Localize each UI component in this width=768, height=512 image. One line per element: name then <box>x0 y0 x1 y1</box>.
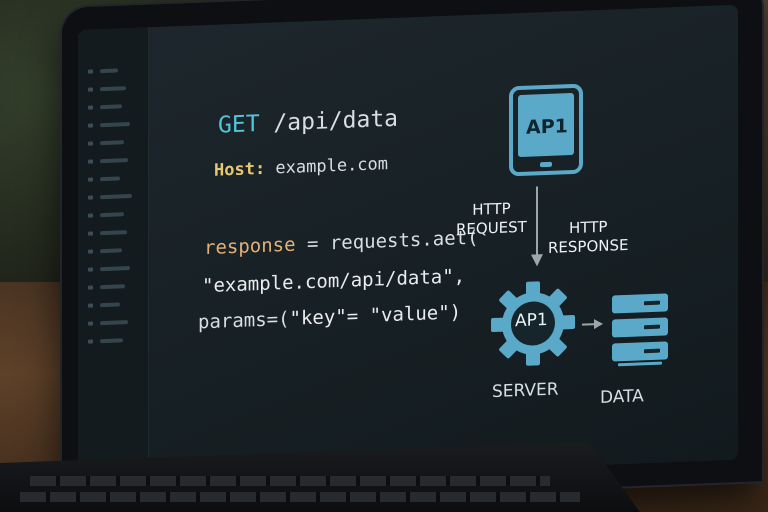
sidebar-marker <box>88 303 93 308</box>
sidebar-marker <box>88 123 93 128</box>
key-row <box>20 492 580 502</box>
sidebar-item[interactable] <box>100 320 128 326</box>
code-url-string: "example.com/api/data", <box>202 265 466 298</box>
sidebar-item[interactable] <box>100 193 132 200</box>
sidebar-item[interactable] <box>100 68 118 74</box>
sidebar-item[interactable] <box>100 158 128 164</box>
code-line-3: params=("key"= "value") <box>198 301 461 333</box>
arrow-down-icon <box>531 186 543 267</box>
sidebar-marker <box>88 159 93 164</box>
editor-sidebar <box>78 27 149 485</box>
request-line: GET /api/data <box>218 106 398 139</box>
database-icon <box>612 293 668 367</box>
server-caption: SERVER <box>492 379 559 403</box>
sidebar-item[interactable] <box>100 248 122 254</box>
sidebar-item[interactable] <box>100 86 126 92</box>
host-label: Host: <box>214 158 266 181</box>
tablet-icon <box>509 83 583 177</box>
sidebar-marker <box>88 231 93 236</box>
sidebar-item[interactable] <box>100 284 125 290</box>
server-api-label: AP1 <box>515 309 548 332</box>
client-label: AP1 <box>526 115 568 139</box>
sidebar-marker <box>88 177 93 182</box>
sidebar-item[interactable] <box>100 104 122 110</box>
sidebar-marker <box>88 321 93 326</box>
sidebar-marker <box>88 213 93 218</box>
http-request-label: HTTP REQUEST <box>456 199 527 239</box>
host-line: Host: example.com <box>214 154 388 181</box>
laptop-screen: GET /api/data Host: example.com response… <box>78 4 738 486</box>
sidebar-item[interactable] <box>100 176 120 182</box>
http-response-label: HTTP RESPONSE <box>548 217 629 257</box>
sidebar-marker <box>88 267 93 272</box>
sidebar-item[interactable] <box>100 212 124 218</box>
sidebar-item[interactable] <box>100 266 130 272</box>
sidebar-marker <box>88 105 93 110</box>
code-params-value: "key"= "value") <box>289 301 462 330</box>
sidebar-marker <box>88 339 93 344</box>
sidebar-marker <box>88 141 93 146</box>
code-variable: response <box>204 233 296 260</box>
sidebar-item[interactable] <box>100 122 130 128</box>
arrow-right-icon <box>582 319 603 330</box>
sidebar-item[interactable] <box>100 338 123 344</box>
code-call: = requests.aet( <box>295 226 479 256</box>
request-path: /api/data <box>259 105 399 138</box>
sidebar-marker <box>88 249 93 254</box>
data-caption: DATA <box>600 386 644 408</box>
sidebar-marker <box>88 87 93 92</box>
code-line-1: response = requests.aet( <box>204 227 479 260</box>
sidebar-marker <box>88 69 93 74</box>
sidebar-item[interactable] <box>100 302 120 308</box>
gear-icon <box>491 281 575 366</box>
key-row <box>30 476 550 486</box>
sidebar-item[interactable] <box>100 230 127 236</box>
sidebar-marker <box>88 195 93 200</box>
code-params-keyword: params=( <box>198 307 290 334</box>
host-value: example.com <box>265 154 389 179</box>
http-method: GET <box>218 111 260 139</box>
sidebar-marker <box>88 285 93 290</box>
sidebar-item[interactable] <box>100 140 124 146</box>
code-line-2: "example.com/api/data", <box>202 265 465 297</box>
